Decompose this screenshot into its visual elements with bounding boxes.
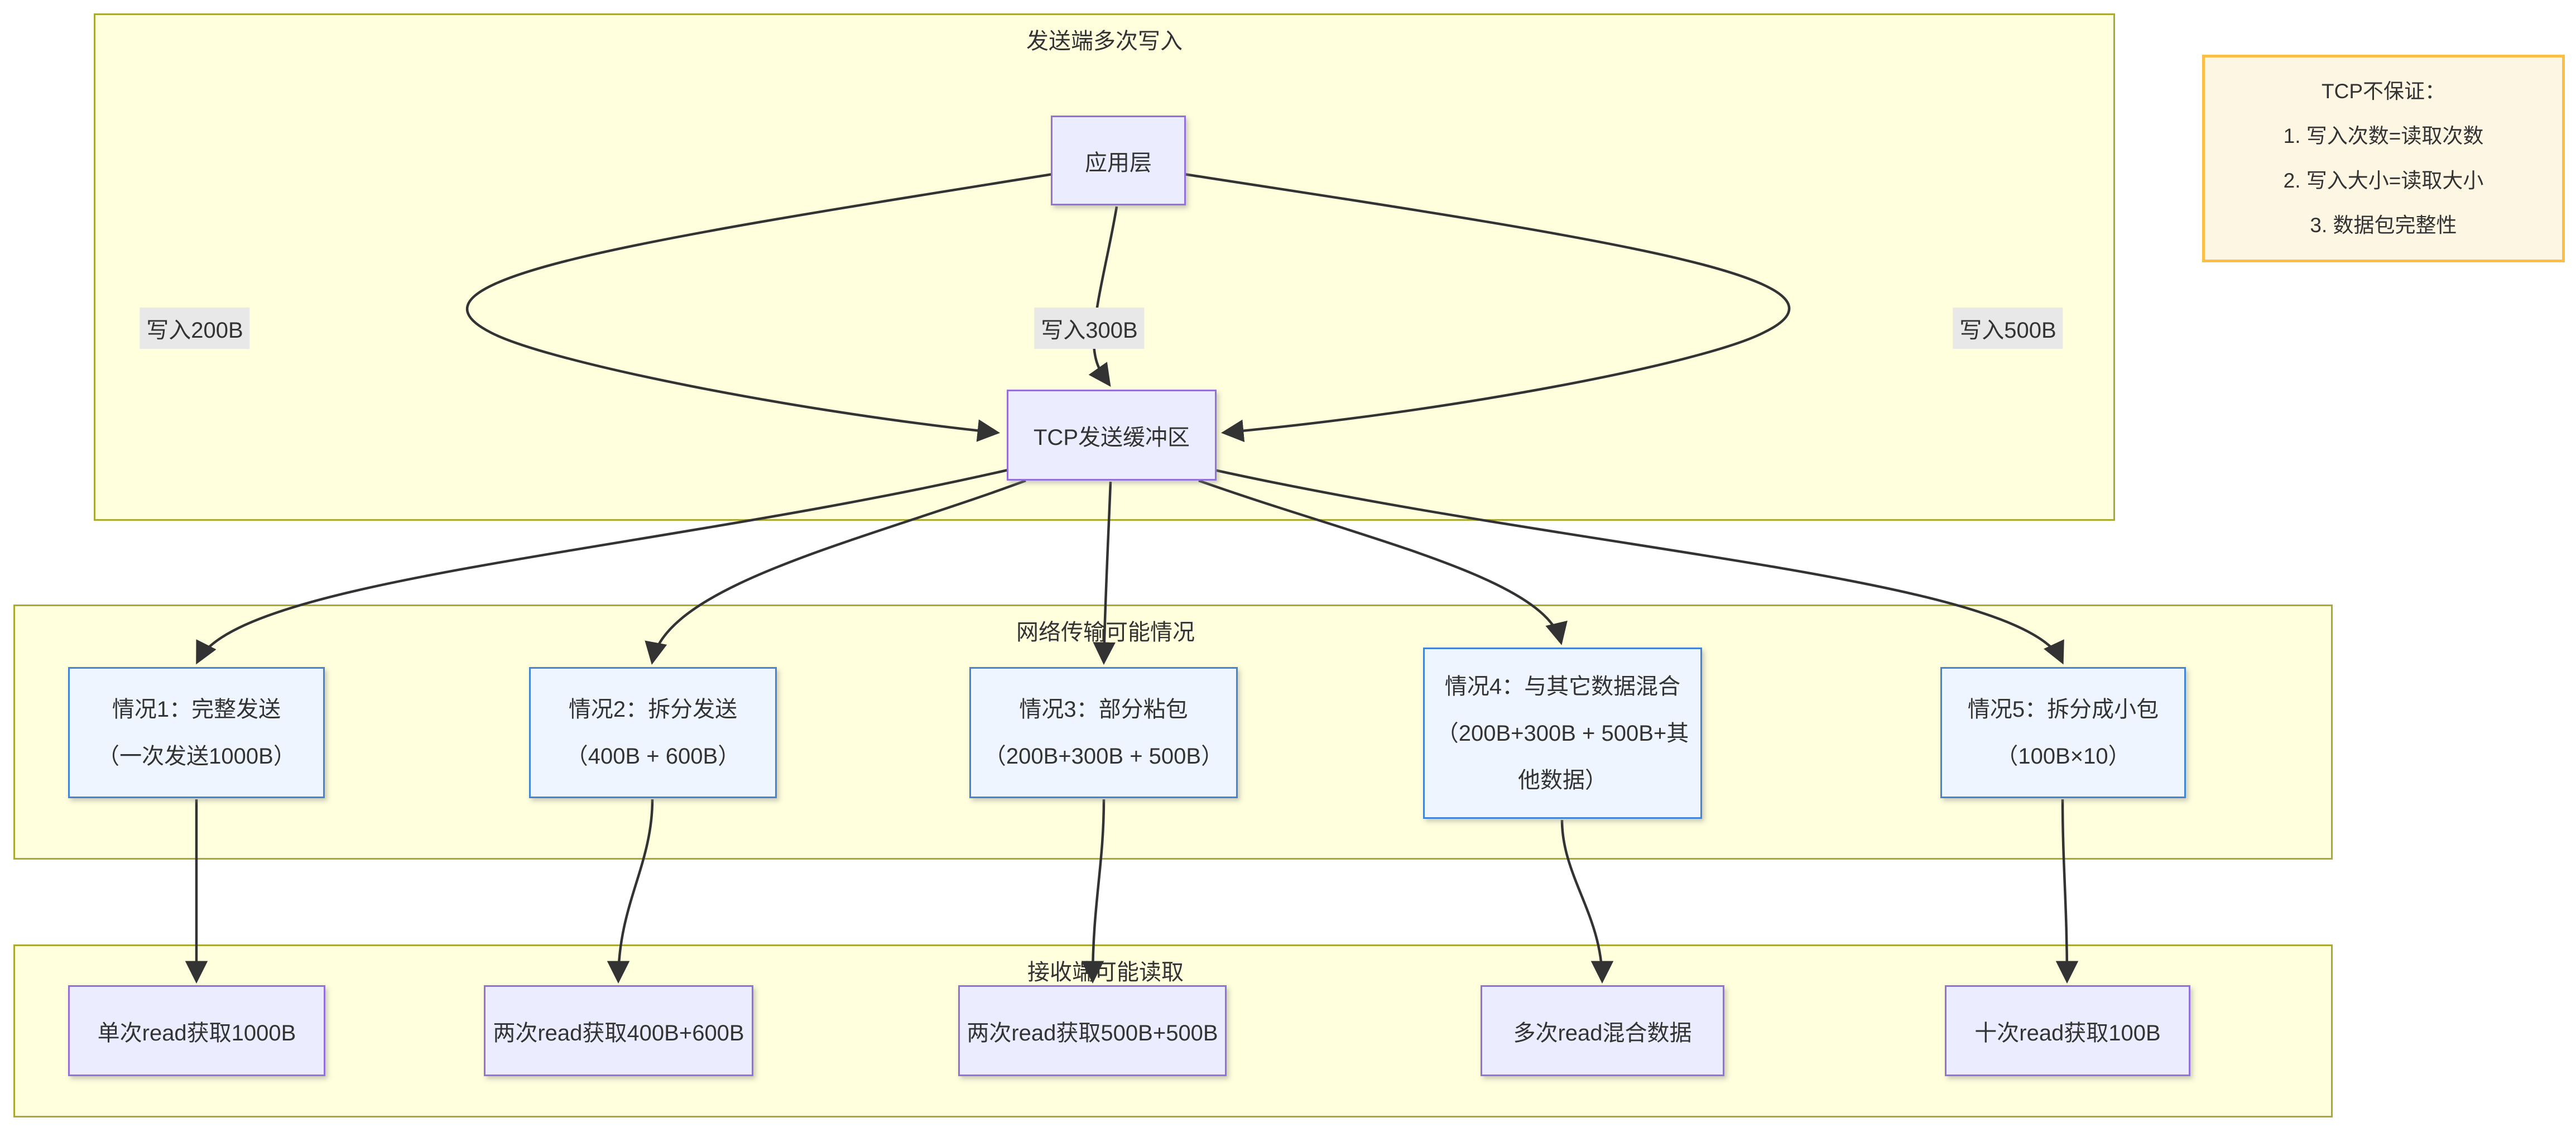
case-5-node: 情况5：拆分成小包 （100B×10） — [1940, 667, 2186, 798]
write-300b-label: 写入300B — [1034, 308, 1145, 349]
network-section-title: 网络传输可能情况 — [1016, 620, 1195, 645]
case-5-line1: 情况5：拆分成小包 — [1967, 697, 2159, 722]
case-2-node: 情况2：拆分发送 （400B + 600B） — [529, 667, 777, 798]
case-3-line1: 情况3：部分粘包 — [1019, 697, 1188, 722]
case-4-line1: 情况4：与其它数据混合 — [1444, 674, 1681, 699]
read-2-node: 两次read获取400B+600B — [484, 985, 753, 1076]
case-1-node: 情况1：完整发送 （一次发送1000B） — [68, 667, 325, 798]
case-5-line2: （100B×10） — [1996, 744, 2131, 769]
read-3-node: 两次read获取500B+500B — [958, 985, 1227, 1076]
sender-section-title: 发送端多次写入 — [1026, 29, 1183, 54]
case-3-node: 情况3：部分粘包 （200B+300B + 500B） — [969, 667, 1238, 798]
receiver-section-title: 接收端可能读取 — [1027, 960, 1184, 985]
tcp-note: TCP不保证： 1. 写入次数=读取次数 2. 写入大小=读取大小 3. 数据包… — [2202, 55, 2565, 262]
read-4-node: 多次read混合数据 — [1481, 985, 1724, 1076]
tcp-send-buffer-node: TCP发送缓冲区 — [1007, 390, 1217, 481]
case-1-line2: （一次发送1000B） — [97, 744, 296, 769]
note-item-2: 2. 写入大小=读取大小 — [2283, 169, 2484, 192]
case-1-line1: 情况1：完整发送 — [112, 697, 281, 722]
case-4-line2: （200B+300B + 500B+其他数据） — [1436, 721, 1689, 793]
case-2-line2: （400B + 600B） — [565, 744, 741, 769]
write-500b-label: 写入500B — [1953, 308, 2063, 349]
write-200b-label: 写入200B — [140, 308, 250, 349]
application-layer-node: 应用层 — [1051, 116, 1186, 205]
note-title: TCP不保证： — [2322, 80, 2445, 103]
case-3-line2: （200B+300B + 500B） — [983, 744, 1224, 769]
case-4-node: 情况4：与其它数据混合 （200B+300B + 500B+其他数据） — [1423, 647, 1702, 819]
case-2-line1: 情况2：拆分发送 — [568, 697, 738, 722]
read-5-node: 十次read获取100B — [1945, 985, 2190, 1076]
note-item-1: 1. 写入次数=读取次数 — [2283, 124, 2484, 147]
read-1-node: 单次read获取1000B — [68, 985, 325, 1076]
note-item-3: 3. 数据包完整性 — [2310, 214, 2457, 237]
